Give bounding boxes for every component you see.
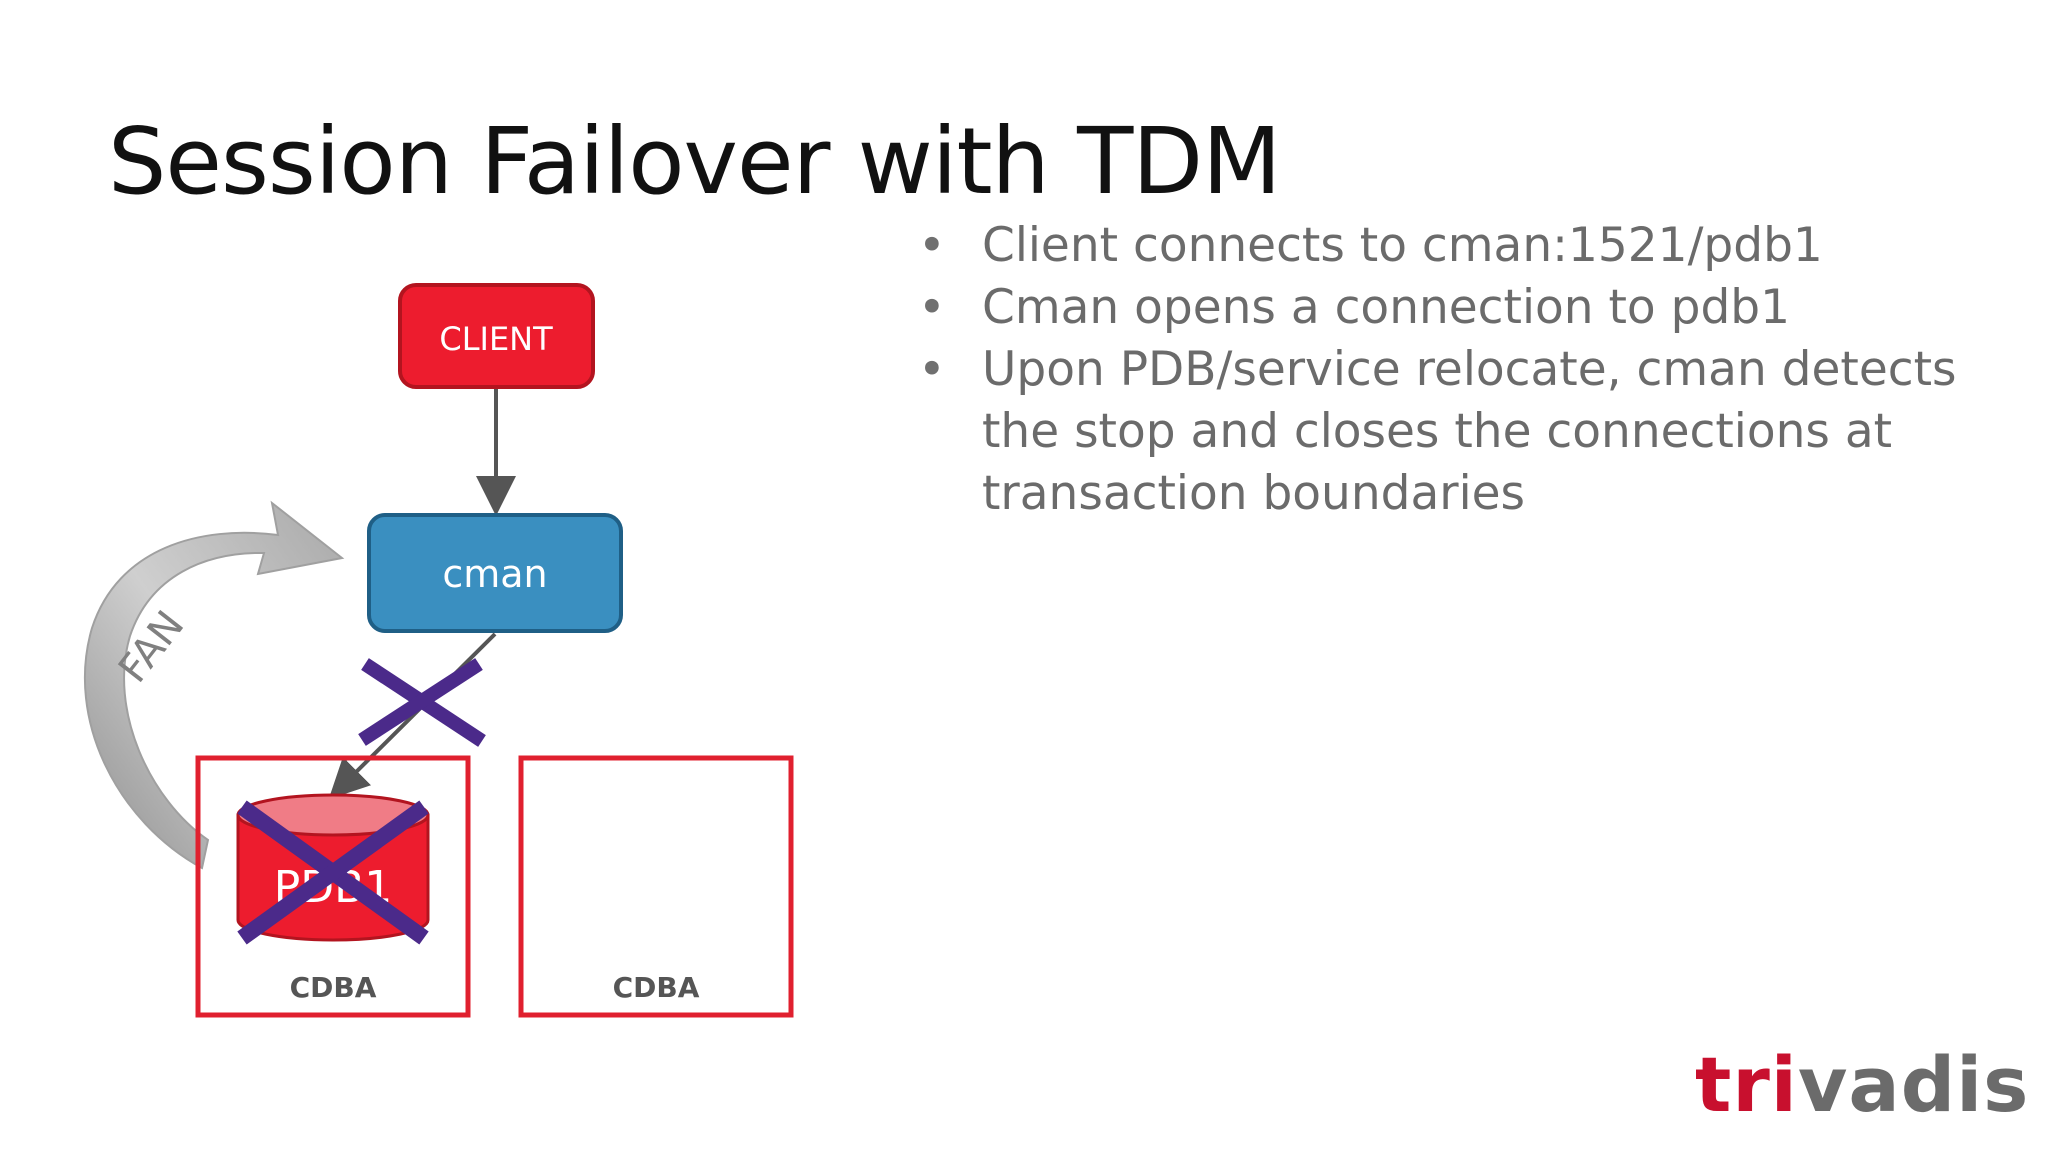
bullet-text: Cman opens a connection to pdb1 — [982, 280, 1791, 335]
client-box — [398, 283, 595, 389]
pdb1-failed-cross — [237, 800, 429, 945]
bullet-dot: • — [918, 218, 946, 273]
slide-title: Session Failover with TDM — [108, 108, 1281, 215]
connection-broken-cross — [358, 658, 486, 747]
bullet-dot: • — [918, 342, 946, 397]
logo-rest-text: vadis — [1797, 1040, 2030, 1129]
cman-label: cman — [442, 552, 547, 596]
cdb-left-frame — [195, 755, 471, 1018]
cman-box — [367, 513, 623, 633]
bullet-text: Upon PDB/service relocate, cman detects … — [982, 342, 1957, 521]
bullet-dot: • — [918, 280, 946, 335]
bullet-item: • Cman opens a connection to pdb1 — [910, 277, 2000, 339]
bullet-item: • Client connects to cman:1521/pdb1 — [910, 215, 2000, 277]
trivadis-logo: trivadis — [1695, 1040, 2029, 1129]
cdb-right-frame — [518, 755, 794, 1018]
bullet-list: • Client connects to cman:1521/pdb1 • Cm… — [910, 215, 2000, 525]
client-label: CLIENT — [439, 320, 553, 358]
logo-accent-text: tri — [1695, 1040, 1798, 1129]
fan-arrow — [83, 500, 345, 870]
cdb-left-label: CDBA — [290, 971, 377, 1004]
cdb-right-label: CDBA — [613, 971, 700, 1004]
bullet-item: • Upon PDB/service relocate, cman detect… — [910, 339, 2000, 525]
bullet-text: Client connects to cman:1521/pdb1 — [982, 218, 1823, 273]
